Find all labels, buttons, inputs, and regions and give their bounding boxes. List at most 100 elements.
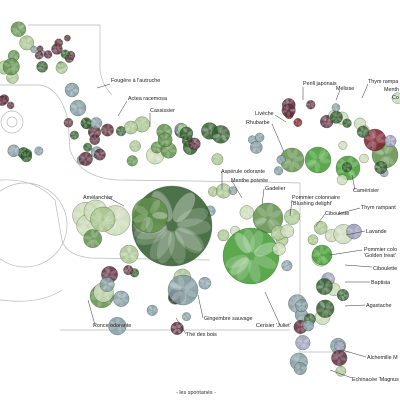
plant-symbol	[90, 117, 103, 130]
leader-gadelier	[261, 188, 265, 206]
label-rhubarbe: Rhubarbe	[246, 120, 270, 126]
plant-symbol	[179, 126, 194, 140]
plant-symbol	[34, 51, 44, 60]
plant-symbol	[198, 277, 212, 290]
plant-symbol	[211, 153, 224, 166]
label-echinacee: Echinacée 'Magnus	[352, 377, 399, 383]
plant-symbol	[2, 58, 20, 76]
plant-symbol	[34, 146, 44, 156]
label-the-des-bois: Thé des bois	[186, 332, 217, 338]
plant-symbol	[295, 335, 311, 351]
plant-symbol	[217, 229, 230, 242]
plant-symbol	[0, 95, 8, 106]
leader-thym1	[361, 83, 369, 99]
plant-symbol	[83, 229, 102, 248]
label-thym-rampant-2: Thym rampant	[361, 205, 396, 211]
label-lavande: Lavande	[366, 229, 387, 235]
label-fougere: Fougère à l'autruche	[111, 78, 160, 84]
plant-symbol	[335, 365, 347, 377]
plant-symbol	[346, 223, 362, 240]
leader-lavande	[345, 230, 366, 236]
plant-symbol	[336, 174, 348, 186]
leader-liveche	[274, 114, 287, 123]
leader-menthe-p	[231, 180, 243, 199]
leader-gingembre	[197, 294, 204, 319]
plant-symbol	[36, 61, 48, 73]
round-paving-top	[0, 110, 24, 134]
round-lawn-circle	[0, 182, 68, 268]
plant-symbol	[69, 130, 79, 140]
leader-melisse	[335, 89, 341, 101]
plant-symbol	[63, 118, 74, 128]
plant-labels: Fougère à l'autruche Actea racemosa Cass…	[83, 78, 399, 396]
label-amelanchier: Amélanchier	[83, 195, 113, 201]
plant-symbol	[94, 148, 106, 161]
label-actea: Actea racemosa	[128, 96, 167, 102]
leader-lines	[87, 83, 373, 379]
plant-symbol	[216, 183, 232, 199]
plant-symbol	[30, 45, 38, 53]
plant-symbol	[134, 116, 150, 133]
plant-symbol	[80, 117, 92, 129]
label-cerisier: Cerisier 'Juliet'	[256, 323, 291, 329]
plant-symbol	[150, 141, 163, 154]
leader-ciboulette2	[344, 264, 373, 268]
plant-symbol	[6, 101, 15, 110]
label-baptisia: Baptisia	[371, 280, 390, 286]
plant-symbol	[222, 227, 280, 285]
plant-symbol	[249, 141, 263, 154]
plant-symbol	[359, 153, 369, 164]
plant-symbol	[64, 82, 80, 98]
plant-symbol	[55, 61, 68, 74]
plant-symbol	[126, 155, 138, 167]
plan-caption: - les spontanés -	[176, 390, 216, 396]
plant-symbol	[342, 118, 352, 128]
plant-symbol	[239, 205, 254, 220]
label-cassissier: Cassissier	[150, 108, 175, 114]
plant-symbol	[99, 277, 115, 292]
plant-symbol	[129, 140, 141, 152]
plant-symbol	[36, 45, 44, 52]
plant-symbol	[119, 244, 139, 264]
leader-alchemille	[341, 349, 367, 358]
plant-symbol	[89, 134, 101, 145]
label-agastache: Agastache	[366, 303, 391, 309]
label-gadelier: Gadelier	[265, 186, 286, 192]
label-asperule: Aspérule odorante	[221, 169, 265, 175]
leader-agastache	[344, 304, 366, 307]
leader-ciboulette1	[315, 213, 326, 227]
plant-symbol	[167, 274, 199, 306]
leader-fougere	[96, 83, 111, 89]
plant-symbol	[274, 166, 284, 176]
label-menthe-poivree: Menthe poivrée	[231, 178, 268, 184]
plant-symbol	[280, 224, 295, 238]
label-ciboulette-1: Ciboulette	[325, 211, 349, 217]
plant-symbol	[124, 120, 138, 135]
label-pommier-bd: Pommier colonnaire'Blushing delight'	[292, 195, 340, 207]
plant-symbol	[51, 43, 63, 55]
plant-symbol	[363, 128, 387, 152]
round-paving-top-inner	[6, 116, 18, 128]
plant-symbol	[306, 100, 316, 110]
plant-symbol	[19, 35, 35, 51]
leader-ronce	[87, 299, 96, 326]
label-liveche: Livèche	[255, 111, 274, 117]
plant-symbol	[293, 118, 303, 127]
plant-symbol	[108, 317, 127, 336]
path-outline-bottom-left	[0, 289, 63, 302]
leader-camerisier	[351, 174, 356, 191]
plant-symbol	[43, 50, 53, 59]
plant-symbol	[272, 242, 286, 256]
plant-symbol	[146, 304, 158, 316]
plant-symbol	[338, 140, 348, 150]
plant-symbol	[170, 321, 184, 335]
path-outline-left	[0, 84, 263, 183]
plant-symbol	[341, 162, 352, 173]
plant-symbol	[7, 144, 20, 157]
path-outline-right	[261, 181, 350, 353]
leader-actea	[117, 100, 128, 117]
plant-symbol	[374, 161, 388, 174]
plant-symbol	[313, 221, 328, 235]
plant-symbol	[90, 206, 116, 232]
leader-amelanchier	[108, 197, 125, 207]
